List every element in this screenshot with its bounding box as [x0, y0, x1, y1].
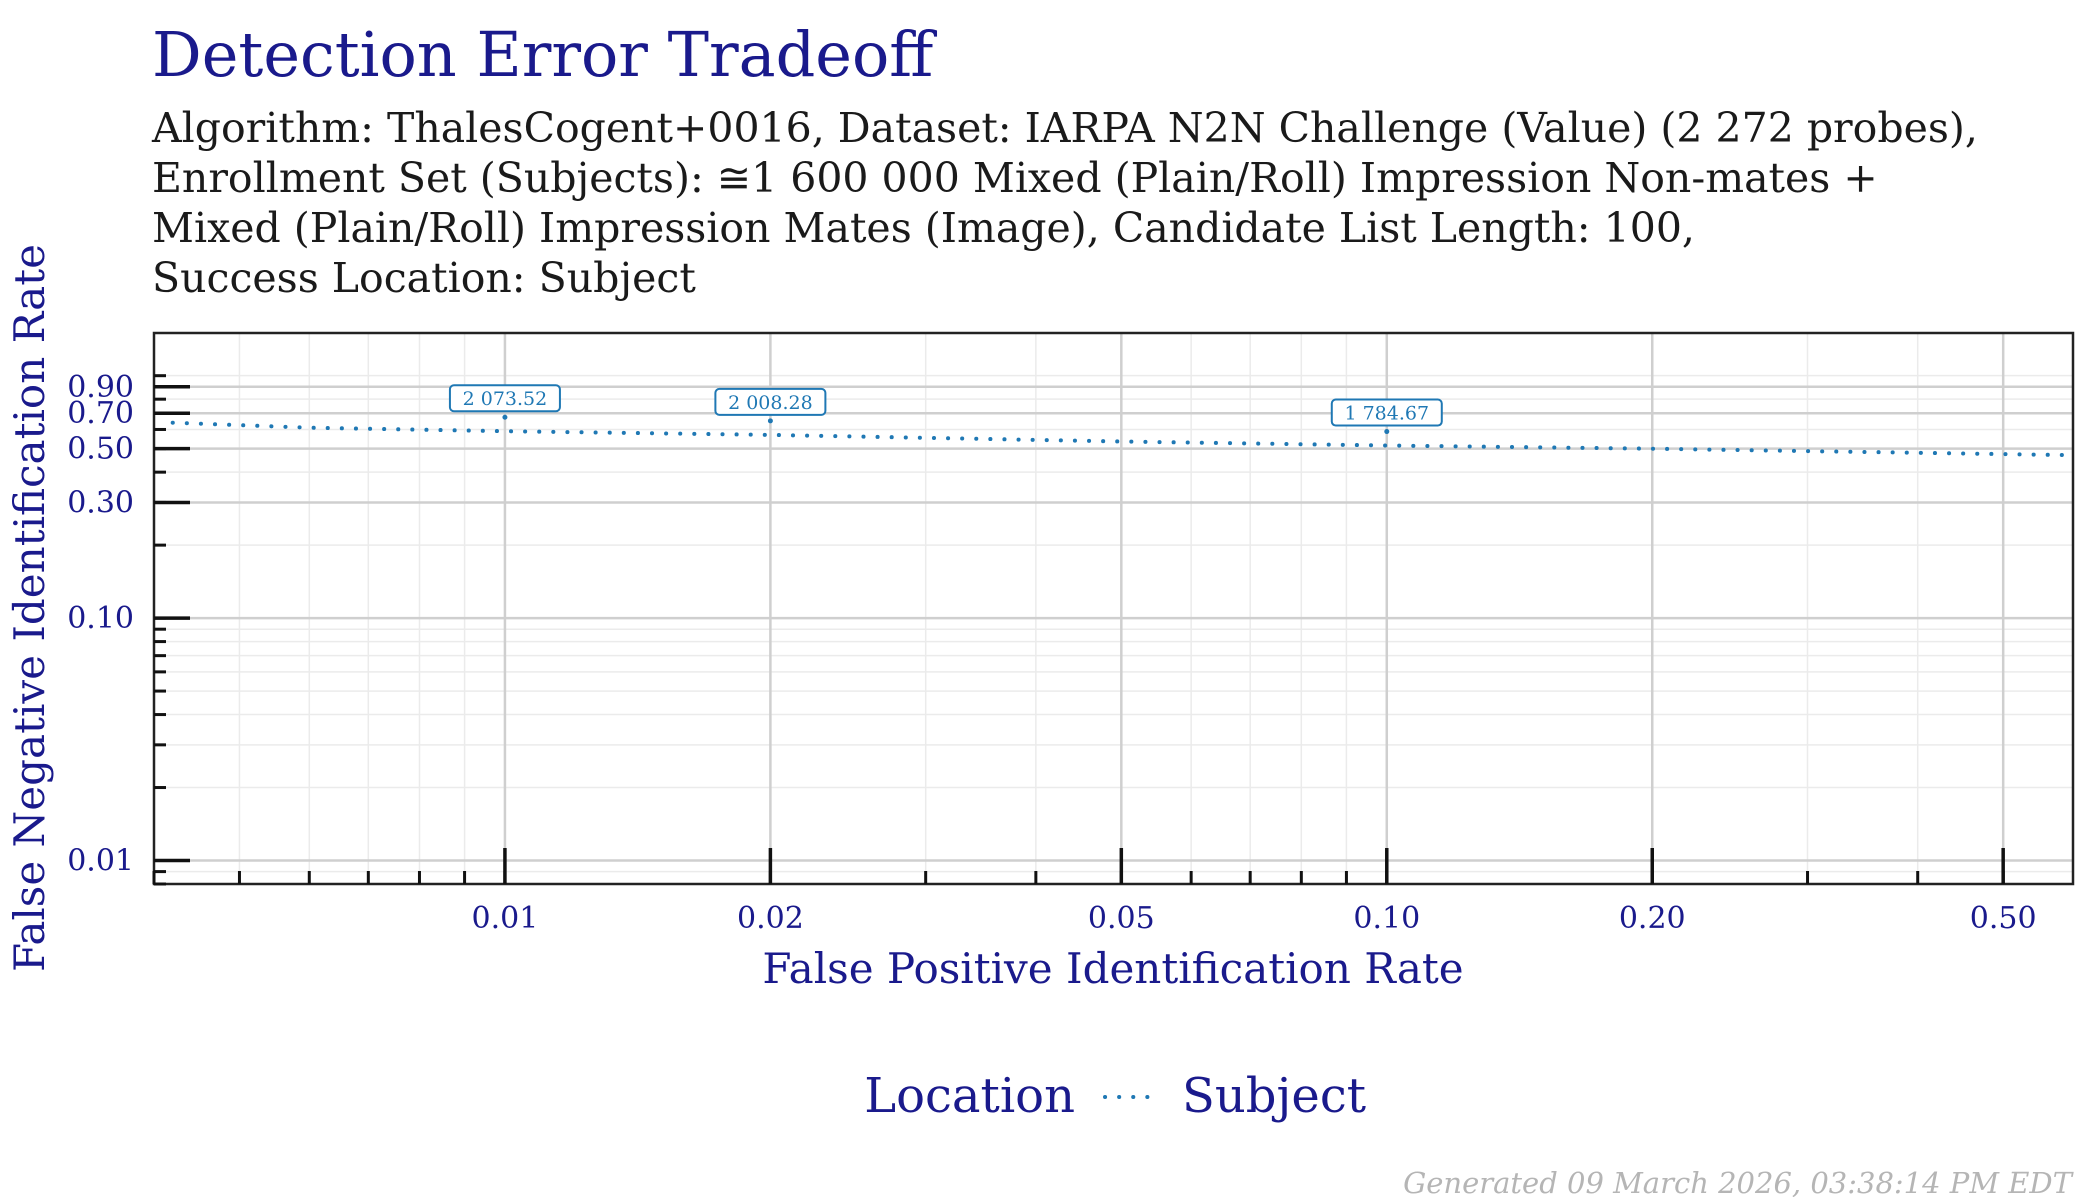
legend-label-subject: Subject [1182, 1068, 1366, 1124]
annotation-anchor-dot [502, 414, 508, 420]
subtitle-line-4: Success Location: Subject [152, 254, 696, 302]
series-line-subject [170, 420, 2075, 458]
major-gridlines [154, 333, 2073, 884]
series-layer [170, 420, 2075, 458]
subtitle-line-1: Algorithm: ThalesCogent+0016, Dataset: I… [152, 104, 1978, 152]
annotation-box [448, 384, 561, 413]
y-tick-label: 0.30 [67, 485, 134, 520]
annotation: 2 008.28 [714, 387, 827, 424]
annotation: 1 784.67 [1330, 398, 1443, 435]
x-tick-label: 0.02 [737, 901, 804, 936]
x-tick-label: 0.10 [1353, 901, 1420, 936]
annotation-label: 1 784.67 [1344, 403, 1429, 425]
subtitle-line-2: Enrollment Set (Subjects): ≅1 600 000 Mi… [152, 154, 1878, 202]
plot-border [152, 331, 2075, 886]
y-tick-label: 0.90 [67, 370, 134, 405]
annotation-label: 2 073.52 [463, 388, 548, 410]
annotation-label: 2 008.28 [728, 392, 813, 414]
chart-title: Detection Error Tradeoff [152, 18, 934, 91]
x-tick-label: 0.20 [1619, 901, 1686, 936]
x-tick-label: 0.01 [472, 901, 539, 936]
annotation-anchor-dot [767, 418, 773, 424]
point-annotations: 2 073.52 2 008.28 1 784.67 [448, 384, 1443, 435]
annotation: 2 073.52 [448, 384, 561, 420]
x-axis-title: False Positive Identification Rate [762, 944, 1463, 993]
axis-ticks [152, 374, 2005, 886]
x-tick-labels: 0.01 0.02 0.05 0.10 0.20 0.50 [472, 901, 2037, 936]
subtitle-line-3: Mixed (Plain/Roll) Impression Mates (Ima… [152, 204, 1695, 252]
annotation-anchor-dot [1384, 429, 1390, 435]
legend-title: Location [864, 1068, 1075, 1124]
y-tick-label: 0.50 [67, 432, 134, 467]
minor-gridlines [153, 333, 2073, 885]
y-tick-label: 0.70 [67, 396, 134, 431]
generated-timestamp: Generated 09 March 2026, 03:38:14 PM EDT [1403, 1166, 2072, 1200]
legend: Location Subject [864, 1068, 1366, 1124]
annotation-box [1330, 398, 1443, 427]
y-tick-label: 0.01 [67, 844, 134, 879]
annotation-box [714, 387, 827, 416]
y-tick-label: 0.10 [67, 601, 134, 636]
x-tick-label: 0.50 [1970, 901, 2037, 936]
y-axis-title: False Negative Identification Rate [5, 244, 54, 972]
x-tick-label: 0.05 [1088, 901, 1155, 936]
y-tick-labels: 0.01 0.10 0.30 0.500.700.90 [67, 370, 134, 879]
